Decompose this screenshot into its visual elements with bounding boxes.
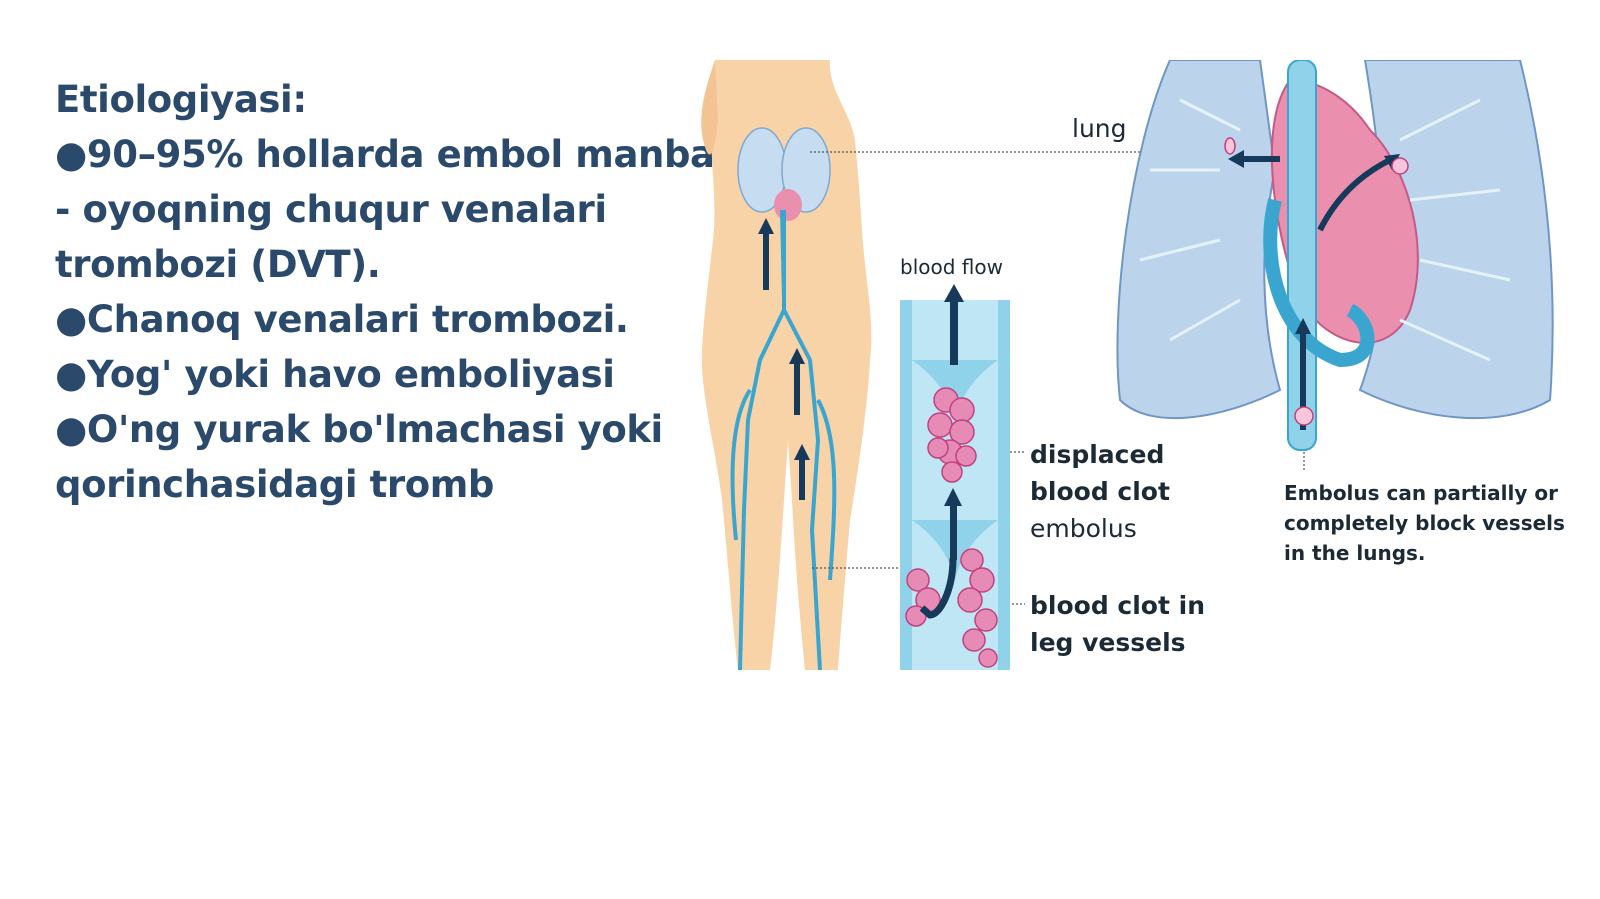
bullet-pelvic: ●Chanoq venalari trombozi.: [55, 298, 629, 341]
body-flow-arrows: [758, 218, 810, 500]
bullet-dvt-line1: ●90–95% hollarda embol manbai: [55, 133, 727, 176]
label-embolus-note: Embolus can partially or completely bloc…: [1284, 478, 1565, 568]
label-displaced-2: blood clot: [1030, 477, 1170, 506]
displaced-clot: [927, 387, 977, 483]
slide-text-block: Etiologiyasi: ●90–95% hollarda embol man…: [55, 72, 727, 512]
label-displaced-clot: displaced blood clot embolus: [1030, 436, 1170, 547]
bullet-fat-air: ●Yog' yoki havo emboliyasi: [55, 353, 615, 396]
label-embolus-note-3: in the lungs.: [1284, 541, 1426, 565]
bullet-heart-line1: ●O'ng yurak bo'lmachasi yoki: [55, 408, 663, 451]
label-lung: lung: [1072, 114, 1127, 143]
label-leg-clot-1: blood clot in: [1030, 591, 1205, 620]
vein-closeup: [900, 284, 1010, 670]
label-embolus-note-1: Embolus can partially or: [1284, 481, 1558, 505]
embolism-diagram: lung blood flow displaced blood clot emb…: [700, 60, 1580, 680]
diagram-illustration: [701, 60, 1554, 671]
label-displaced-1: displaced: [1030, 440, 1165, 469]
etiology-heading: Etiologiyasi:: [55, 78, 307, 121]
lungs-heart: [1116, 60, 1554, 451]
label-leg-clot: blood clot in leg vessels: [1030, 587, 1205, 661]
body-veins: [730, 209, 837, 671]
label-displaced-3: embolus: [1030, 514, 1137, 543]
leg-clot: [905, 548, 998, 668]
bullet-heart-line2: qorinchasidagi tromb: [55, 463, 495, 506]
label-leg-clot-2: leg vessels: [1030, 628, 1186, 657]
bullet-dvt-line2: - oyoqning chuqur venalari: [55, 188, 607, 231]
closeup-arrows: [919, 284, 964, 619]
label-embolus-note-2: completely block vessels: [1284, 511, 1565, 535]
label-blood-flow: blood flow: [900, 255, 1003, 279]
bullet-dvt-line3: trombozi (DVT).: [55, 243, 381, 286]
